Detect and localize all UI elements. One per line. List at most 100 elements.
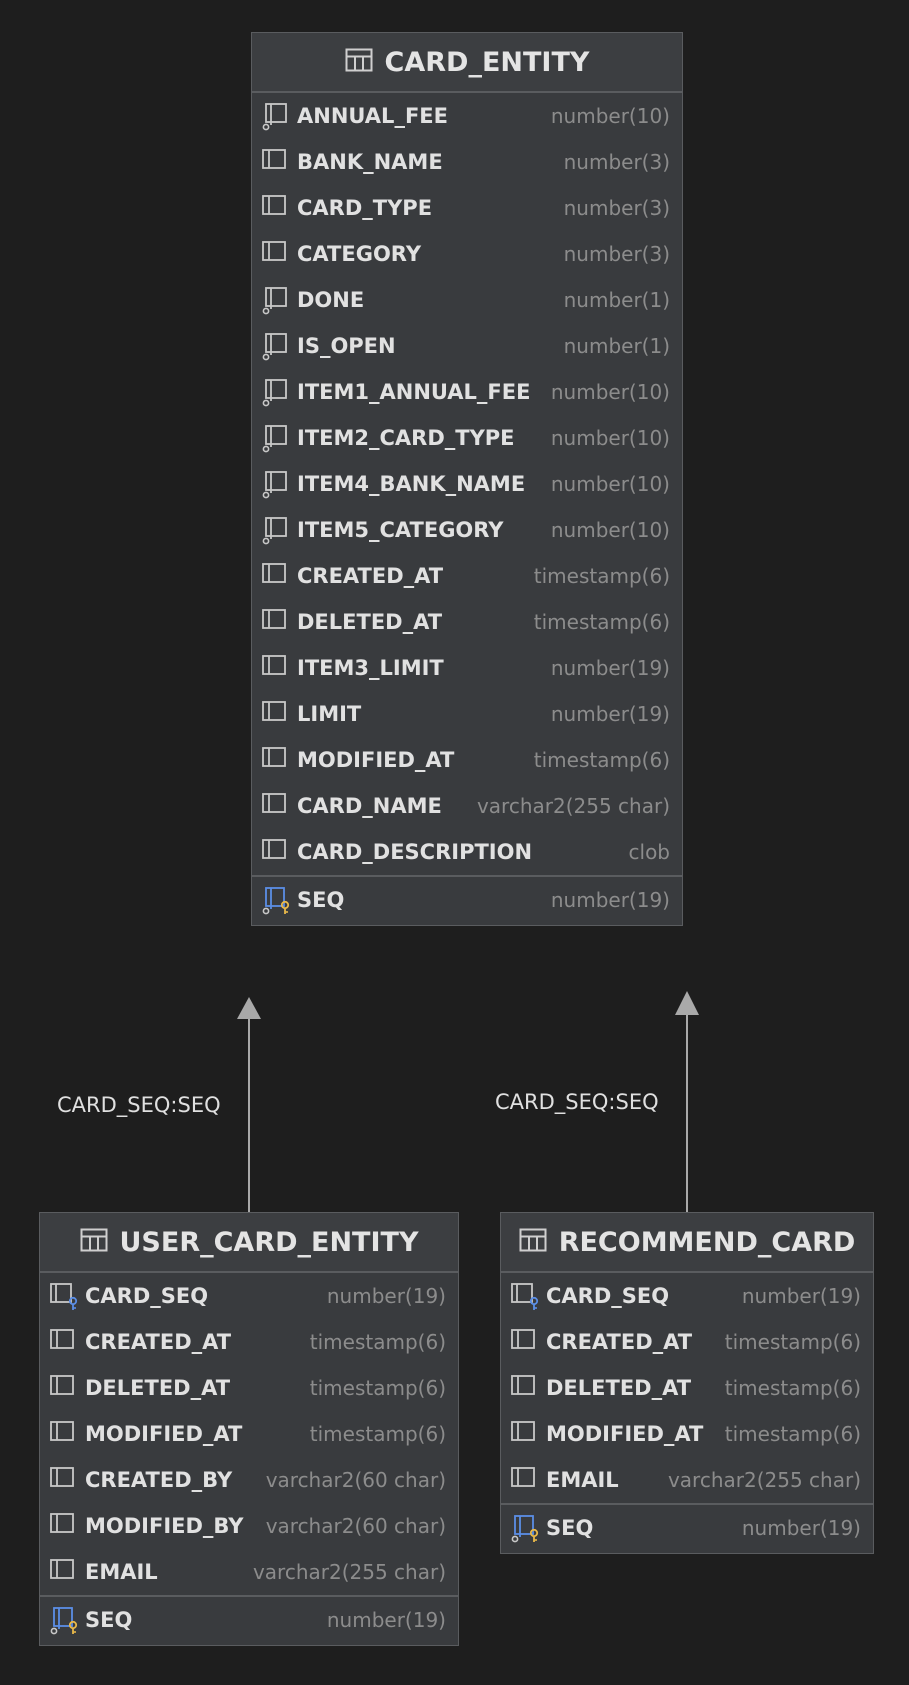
column-type: timestamp(6) — [533, 748, 670, 772]
column-name: LIMIT — [297, 702, 362, 726]
column-row[interactable]: LIMIT number(19) — [252, 691, 682, 737]
primary-key-section: SEQ number(19) — [40, 1597, 458, 1643]
column-icon — [261, 653, 291, 683]
column-name: MODIFIED_AT — [85, 1422, 243, 1446]
column-type: number(3) — [563, 242, 670, 266]
pk-column-icon — [510, 1513, 540, 1543]
relation-label-user-card: CARD_SEQ:SEQ — [57, 1093, 221, 1117]
table-header[interactable]: RECOMMEND_CARD — [501, 1213, 873, 1273]
table-header[interactable]: USER_CARD_ENTITY — [40, 1213, 458, 1273]
column-icon — [49, 1557, 79, 1587]
column-name: ITEM3_LIMIT — [297, 656, 444, 680]
column-type: number(19) — [741, 1284, 861, 1308]
column-name: ITEM5_CATEGORY — [297, 518, 504, 542]
table-icon — [519, 1228, 547, 1256]
pk-column-icon — [261, 885, 291, 915]
column-name: BANK_NAME — [297, 150, 443, 174]
relation-label-recommend-card: CARD_SEQ:SEQ — [495, 1090, 659, 1114]
table-title: RECOMMEND_CARD — [558, 1226, 856, 1258]
column-name: SEQ — [297, 888, 345, 912]
column-type: number(10) — [550, 104, 670, 128]
column-name: DELETED_AT — [85, 1376, 231, 1400]
column-name: ANNUAL_FEE — [297, 104, 448, 128]
column-type: number(1) — [563, 334, 670, 358]
column-row[interactable]: DELETED_AT timestamp(6) — [252, 599, 682, 645]
column-type: timestamp(6) — [309, 1422, 446, 1446]
column-type: number(19) — [326, 1608, 446, 1632]
column-icon — [261, 607, 291, 637]
column-name: CATEGORY — [297, 242, 422, 266]
column-icon — [510, 1419, 540, 1449]
column-type: timestamp(6) — [724, 1376, 861, 1400]
column-icon — [510, 1465, 540, 1495]
column-name: CREATED_BY — [85, 1468, 233, 1492]
column-row[interactable]: CATEGORY number(3) — [252, 231, 682, 277]
column-row[interactable]: MODIFIED_AT timestamp(6) — [252, 737, 682, 783]
column-name: ITEM2_CARD_TYPE — [297, 426, 515, 450]
pk-separator — [501, 1503, 873, 1505]
table-title: USER_CARD_ENTITY — [119, 1226, 419, 1258]
table-title: CARD_ENTITY — [384, 46, 590, 78]
column-icon — [261, 193, 291, 223]
column-icon — [49, 1327, 79, 1357]
relation-arrowhead-recommend-card — [675, 991, 699, 1015]
column-name: CREATED_AT — [297, 564, 444, 588]
column-name: CARD_SEQ — [85, 1284, 209, 1308]
column-type: timestamp(6) — [724, 1422, 861, 1446]
column-icon — [49, 1511, 79, 1541]
column-type: number(19) — [550, 702, 670, 726]
column-icon — [261, 837, 291, 867]
column-name: DONE — [297, 288, 365, 312]
column-name: ITEM1_ANNUAL_FEE — [297, 380, 531, 404]
column-type: timestamp(6) — [533, 610, 670, 634]
table-header[interactable]: CARD_ENTITY — [252, 33, 682, 93]
column-name: ITEM4_BANK_NAME — [297, 472, 526, 496]
table-card-entity[interactable]: CARD_ENTITY ANNUAL_FEE number(10) BANK_NAM… — [251, 32, 683, 926]
column-name: MODIFIED_AT — [297, 748, 455, 772]
column-name: CREATED_AT — [85, 1330, 232, 1354]
pk-separator — [252, 875, 682, 877]
column-name: SEQ — [85, 1608, 133, 1632]
column-icon — [261, 239, 291, 269]
column-type: number(10) — [550, 380, 670, 404]
pk-column-row[interactable]: SEQ number(19) — [40, 1597, 458, 1643]
column-icon — [261, 561, 291, 591]
column-type: number(19) — [550, 656, 670, 680]
column-name: DELETED_AT — [297, 610, 443, 634]
column-row[interactable]: ANNUAL_FEE number(10) — [252, 93, 682, 139]
column-row[interactable]: MODIFIED_AT timestamp(6) — [40, 1411, 458, 1457]
column-name: CARD_DESCRIPTION — [297, 840, 533, 864]
column-type: number(3) — [563, 196, 670, 220]
column-row[interactable]: ITEM3_LIMIT number(19) — [252, 645, 682, 691]
column-row[interactable]: ITEM1_ANNUAL_FEE number(10) — [252, 369, 682, 415]
fk-key-column-icon — [510, 1281, 540, 1311]
